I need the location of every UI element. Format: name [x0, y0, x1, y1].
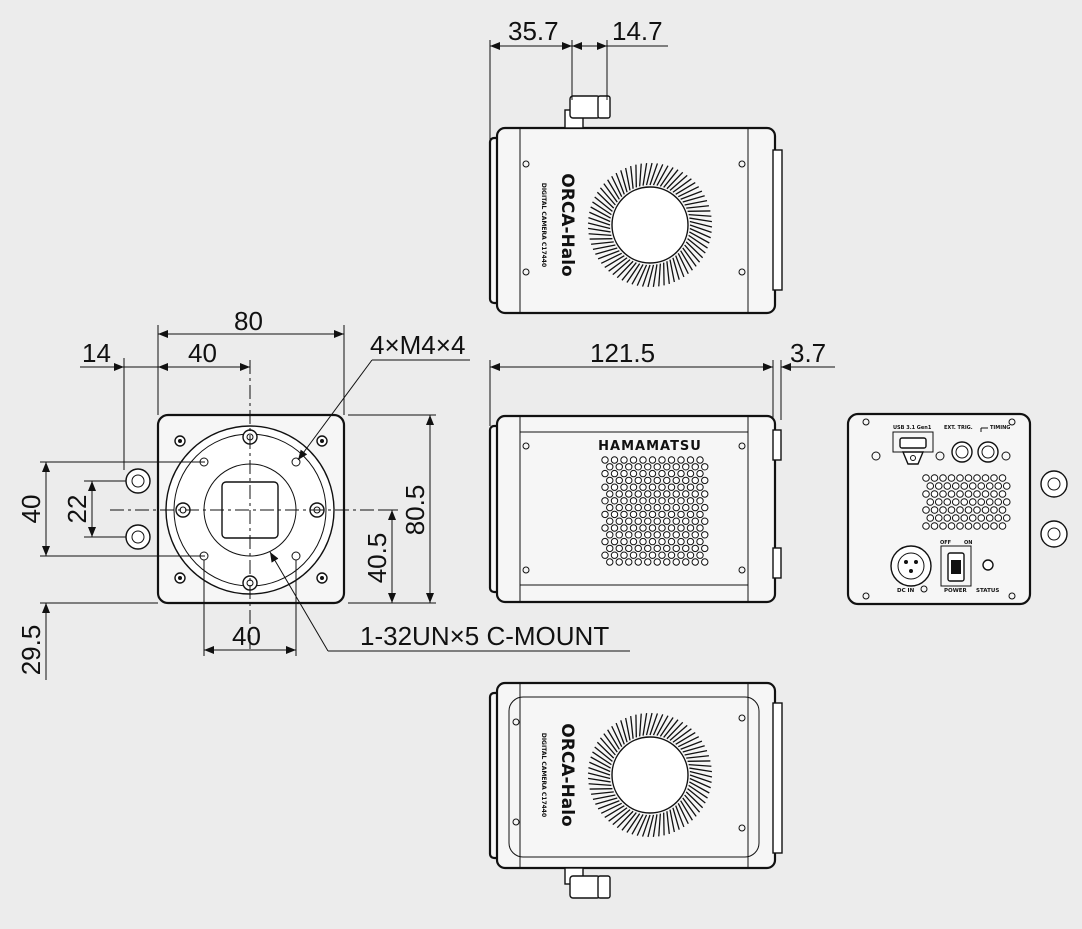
dim-121-5: 121.5 — [590, 338, 655, 368]
rear-off-label: OFF — [940, 540, 951, 546]
front-connector-bottom — [125, 524, 151, 550]
bottom-view-connector — [564, 867, 611, 899]
top-view-connector — [564, 95, 611, 129]
bottom-view: ORCA-Halo DIGITAL CAMERA C17440 — [488, 681, 783, 899]
rear-status-label: STATUS — [976, 588, 999, 594]
top-view-rear-connectors — [772, 149, 783, 291]
ext-trig-port — [951, 441, 973, 463]
dim-14-7: 14.7 — [612, 16, 663, 46]
side-view-brand: HAMAMATSU — [598, 439, 702, 454]
bottom-view-product-name: ORCA-Halo — [557, 723, 577, 826]
dim-40-5: 40.5 — [362, 533, 392, 584]
bottom-view-fan-center — [611, 736, 689, 814]
rear-view-vent-grid — [922, 474, 1011, 530]
rear-view: USB 3.1 Gen1 EXT. TRIG. TIMING OFF ON DC… — [846, 412, 1068, 606]
rear-dc-in-label: DC IN — [897, 588, 915, 594]
dim-40-bottom: 40 — [232, 621, 261, 651]
side-view: HAMAMATSU 121.5 3.7 — [488, 338, 835, 604]
top-view-product-sub: DIGITAL CAMERA C17440 — [540, 183, 547, 267]
dim-14: 14 — [82, 338, 111, 368]
rear-timing-label: TIMING — [990, 425, 1010, 431]
top-view: ORCA-Halo DIGITAL CAMERA C17440 35.7 14.… — [488, 16, 783, 315]
screw-spec-label: 4×M4×4 — [370, 330, 465, 360]
bottom-view-product-sub: DIGITAL CAMERA C17440 — [540, 733, 547, 817]
rear-on-label: ON — [964, 540, 972, 546]
rear-usb-label: USB 3.1 Gen1 — [893, 425, 932, 431]
top-view-product-name: ORCA-Halo — [557, 173, 577, 276]
dim-40-top: 40 — [188, 338, 217, 368]
rear-ext-trig-label: EXT. TRIG. — [944, 425, 973, 431]
front-connector-top — [125, 468, 151, 494]
dim-80: 80 — [234, 306, 263, 336]
mount-spec-label: 1-32UN×5 C-MOUNT — [360, 621, 609, 651]
dim-80-5: 80.5 — [400, 485, 430, 536]
dim-40-left: 40 — [16, 495, 46, 524]
status-led — [982, 559, 994, 571]
dim-35-7: 35.7 — [508, 16, 559, 46]
front-view: 80 14 40 40 4×M4×4 1-32UN×5 C-MOUNT 80.5… — [16, 306, 630, 680]
top-view-fan-center — [611, 186, 689, 264]
usb-port — [899, 437, 927, 449]
heat-sink-fins-top — [587, 162, 713, 288]
rear-power-label: POWER — [944, 588, 968, 594]
side-view-vent-grid — [601, 456, 709, 566]
dim-3-7: 3.7 — [790, 338, 826, 368]
timing-port — [977, 441, 999, 463]
dc-in-port — [890, 545, 932, 587]
heat-sink-fins-bottom — [587, 712, 713, 838]
dim-22: 22 — [62, 495, 92, 524]
dim-29-5: 29.5 — [16, 625, 46, 676]
